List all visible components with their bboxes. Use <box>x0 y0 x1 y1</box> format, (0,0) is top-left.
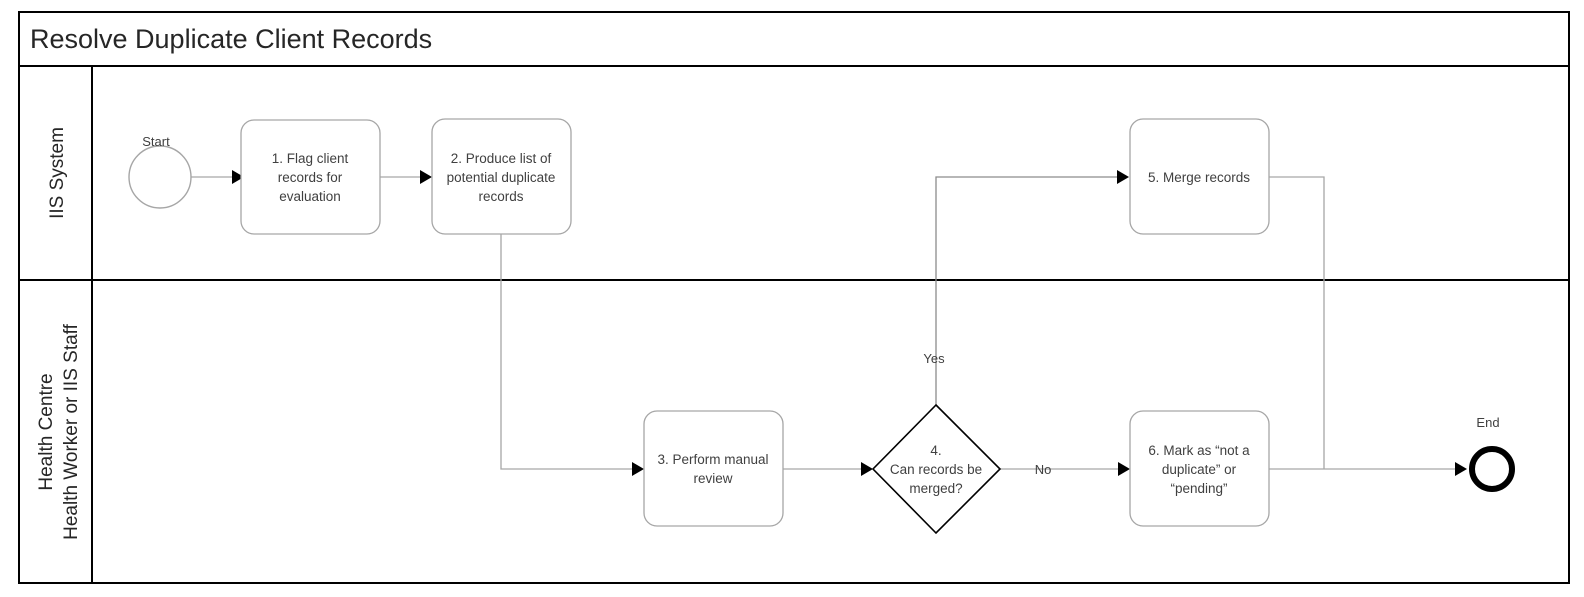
task-2-label-line2: potential duplicate <box>447 170 556 185</box>
gateway-4-label-line1: 4. <box>930 443 941 458</box>
start-event-label: Start <box>142 134 170 149</box>
end-event-circle[interactable] <box>1469 446 1515 492</box>
task-3-label-line1: 3. Perform manual <box>657 452 768 467</box>
task-6-label-line1: 6. Mark as “not a <box>1148 443 1250 458</box>
task-5-box[interactable] <box>1129 118 1270 235</box>
start-event[interactable]: Start <box>128 134 192 209</box>
task-6-box[interactable] <box>1129 410 1270 527</box>
gateway-4-label-line3: merged? <box>909 481 962 496</box>
start-event-circle[interactable] <box>128 145 192 209</box>
task-3-box[interactable] <box>643 410 784 527</box>
task-1-flag-client-records[interactable]: 1. Flag client records for evaluation <box>240 119 381 235</box>
task-1-label-line2: records for <box>278 170 343 185</box>
lane-label-health-centre-line1: Health Centre <box>36 373 57 490</box>
task-2-label-line3: records <box>478 189 523 204</box>
lane-label-iis-system: IIS System <box>47 127 68 219</box>
flow-start-to-task1 <box>191 170 244 184</box>
end-event[interactable]: End <box>1469 415 1515 492</box>
flow-task2-to-task3 <box>500 234 644 476</box>
task-1-box[interactable] <box>240 119 381 235</box>
task-6-label-line3: “pending” <box>1170 481 1227 496</box>
task-2-label-line1: 2. Produce list of <box>451 151 552 166</box>
task-1-label-line1: 1. Flag client <box>272 151 349 166</box>
flow-label-yes: Yes <box>923 351 945 366</box>
task-3-label-line2: review <box>693 471 732 486</box>
task-6-label-line2: duplicate” or <box>1162 462 1237 477</box>
gateway-4-can-records-be-merged[interactable]: 4. Can records be merged? <box>871 403 1002 535</box>
flow-task3-to-gateway4 <box>782 462 873 476</box>
task-2-box[interactable] <box>431 118 572 235</box>
task-5-label-line1: 5. Merge records <box>1148 170 1250 185</box>
lane-label-health-centre: Health Centre Health Worker or IIS Staff <box>36 323 82 539</box>
task-5-merge-records[interactable]: 5. Merge records <box>1129 118 1270 235</box>
gateway-4-diamond[interactable] <box>871 403 1002 535</box>
flow-task1-to-task2 <box>380 170 432 184</box>
task-1-label-line3: evaluation <box>279 189 341 204</box>
gateway-4-label-line2: Can records be <box>890 462 982 477</box>
flow-gateway4-yes-to-task5 <box>935 170 1129 405</box>
end-event-label: End <box>1476 415 1499 430</box>
task-6-mark-not-duplicate[interactable]: 6. Mark as “not a duplicate” or “pending… <box>1129 410 1270 527</box>
task-2-produce-duplicate-list[interactable]: 2. Produce list of potential duplicate r… <box>431 118 572 235</box>
flow-task6-to-end <box>1269 462 1467 476</box>
pool-frame <box>18 11 1570 584</box>
task-3-perform-manual-review[interactable]: 3. Perform manual review <box>643 410 784 527</box>
page-title: Resolve Duplicate Client Records <box>30 24 432 54</box>
flow-gateway4-no-to-task6 <box>1000 462 1130 476</box>
flow-task5-to-end <box>1269 176 1325 469</box>
lane-label-health-centre-line2: Health Worker or IIS Staff <box>61 323 82 539</box>
flow-label-no: No <box>1035 462 1052 477</box>
